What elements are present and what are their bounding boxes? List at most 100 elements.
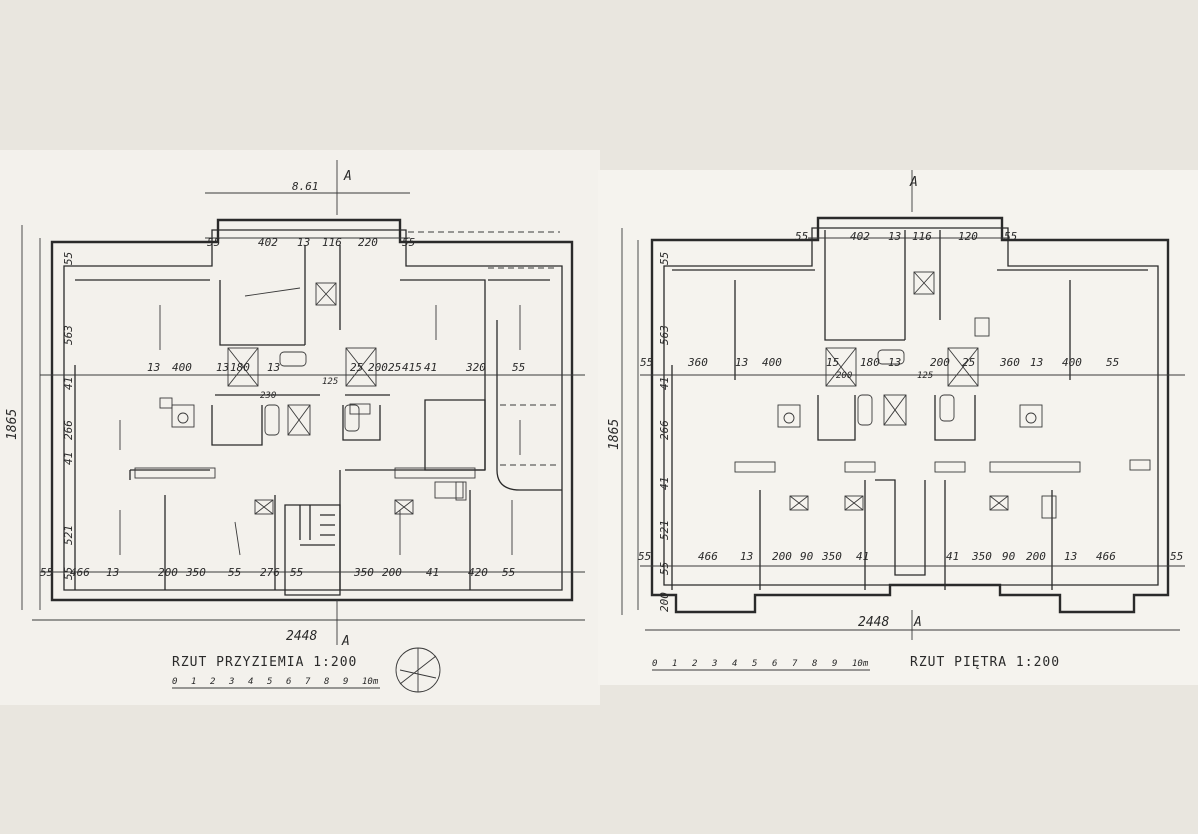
upper-floor-sheet — [598, 170, 1198, 685]
upper-dims_bottom-4: 90 — [800, 550, 814, 563]
upper-dims_bottom-3: 200 — [772, 550, 792, 563]
upper-dims_top-4: 120 — [958, 230, 978, 243]
ground-dims_left-2: 41 — [62, 377, 75, 390]
upper-dims_mid-12: 55 — [1106, 356, 1119, 369]
ground-top-span: 8.61 — [292, 180, 319, 193]
upper-dims_mid-1: 360 — [687, 356, 708, 369]
upper-scale-tick-1: 1 — [672, 659, 677, 669]
ground-dims_left-0: 55 — [62, 252, 75, 265]
ground-dims_mid-4: 13 — [267, 361, 280, 374]
ground-scale-tick-7: 7 — [305, 677, 311, 687]
ground-scale-tick-5: 5 — [267, 677, 272, 687]
upper-dims_top-2: 13 — [888, 230, 901, 243]
upper-inner-wall-line — [663, 227, 1159, 586]
ground-plan-title: RZUT PRZYZIEMIA 1:200 — [172, 655, 357, 670]
upper-dims_bottom-1: 466 — [698, 550, 718, 563]
ground-dimension-lines — [21, 160, 585, 645]
ground-dims_bottom-12: 55 — [502, 566, 515, 579]
ground-overall-width: 2448 — [286, 629, 317, 644]
ground-dims_left-3: 266 — [62, 420, 75, 440]
upper-dims_bottom-5: 350 — [821, 550, 842, 563]
ground-dims_left-6: 55 — [62, 567, 75, 580]
ground-dims_mid-2: 13 — [216, 361, 229, 374]
upper-dims_mid-2: 13 — [735, 356, 748, 369]
upper-partitions — [671, 230, 1148, 590]
upper-dims_top-3: 116 — [912, 230, 932, 243]
ground-scale-tick-6: 6 — [286, 677, 291, 687]
upper-fixtures — [734, 271, 1151, 519]
upper-scale-tick-8: 8 — [812, 659, 817, 669]
ground-dims_bottom-11: 420 — [468, 566, 488, 579]
ground-dims_top-3: 116 — [322, 236, 342, 249]
upper-scale-tick-6: 6 — [772, 659, 777, 669]
ground-scale-tick-9: 9 — [343, 677, 348, 687]
upper-dims_bottom-7: 41 — [946, 550, 959, 563]
upper-dims_left-6: 55 — [658, 562, 671, 575]
ground-dims_mid_small-1: 230 — [260, 391, 276, 401]
ground-dims_bottom-10: 41 — [426, 566, 439, 579]
ground-dims_bottom-5: 55 — [228, 566, 241, 579]
ground-dims_mid_small-0: 125 — [322, 377, 338, 387]
ground-dims_mid-6: 200 — [368, 361, 388, 374]
upper-scale-tick-3: 3 — [711, 659, 717, 669]
upper-outer-wall — [650, 216, 1170, 614]
upper-dimension-lines — [621, 170, 1185, 640]
upper-dims_bottom-9: 90 — [1002, 550, 1016, 563]
upper-scale-tick-0: 0 — [652, 659, 657, 669]
ground-dims_mid-9: 41 — [424, 361, 437, 374]
ground-dims_bottom-1: 466 — [70, 566, 90, 579]
ground-room-arrows — [119, 287, 521, 556]
upper-dims_left-1: 563 — [658, 325, 671, 345]
upper-dims_top-0: 55 — [795, 230, 808, 243]
ground-dims_mid-8: 415 — [402, 361, 422, 374]
upper-plan-title: RZUT PIĘTRA 1:200 — [910, 655, 1060, 670]
upper-dims_mid-0: 55 — [640, 356, 653, 369]
ground-dims_mid-5: 25 — [350, 361, 363, 374]
upper-dims_mid_small-1: 200 — [836, 371, 852, 381]
ground-dims_bottom-9: 200 — [382, 566, 402, 579]
upper-dims_mid-10: 13 — [1030, 356, 1043, 369]
ground-dims_bottom-2: 13 — [106, 566, 119, 579]
upper-scale-tick-4: 4 — [732, 659, 737, 669]
section-marker-top-right: A — [909, 175, 918, 190]
upper-dims_top-1: 402 — [850, 230, 870, 243]
upper-floor-plan — [621, 170, 1185, 671]
upper-scale-tick-10: 10m — [852, 659, 869, 669]
ground-inner-wall-line — [63, 229, 563, 591]
upper-dims_bottom-10: 200 — [1026, 550, 1046, 563]
ground-dims_top-5: 55 — [402, 236, 415, 249]
ground-dims_bottom-4: 350 — [185, 566, 206, 579]
upper-dims_mid-8: 25 — [962, 356, 975, 369]
upper-dims_bottom-0: 55 — [638, 550, 651, 563]
upper-dims_top-5: 55 — [1004, 230, 1017, 243]
upper-dims_mid-5: 180 — [860, 356, 880, 369]
ground-scale-tick-2: 2 — [210, 677, 215, 687]
ground-scale-tick-10: 10m — [362, 677, 379, 687]
ground-dims_top-0: 55 — [207, 236, 220, 249]
ground-dims_mid-10: 320 — [465, 361, 486, 374]
upper-dims_mid-11: 400 — [1062, 356, 1082, 369]
upper-dims_bottom-8: 350 — [971, 550, 992, 563]
upper-dims_bottom-13: 55 — [1170, 550, 1183, 563]
ground-dims_left-5: 521 — [62, 525, 75, 545]
north-arrow-icon — [395, 647, 441, 693]
ground-floor-plan — [21, 160, 585, 693]
upper-dims_left-4: 41 — [658, 477, 671, 490]
upper-dims_bottom-6: 41 — [856, 550, 869, 563]
section-marker-bottom-left: A — [341, 634, 350, 649]
ground-dims_bottom-3: 200 — [158, 566, 178, 579]
section-marker-bottom-right: A — [913, 615, 922, 630]
upper-dims_mid_small-0: 125 — [917, 371, 933, 381]
upper-dims_left-2: 41 — [658, 377, 671, 390]
ground-scale-tick-3: 3 — [228, 677, 234, 687]
upper-dims_bottom-2: 13 — [740, 550, 753, 563]
upper-dims_mid-7: 200 — [930, 356, 950, 369]
ground-dims_top-2: 13 — [297, 236, 310, 249]
ground-scale-tick-8: 8 — [324, 677, 329, 687]
upper-dims_left-7: 200 — [658, 592, 671, 612]
ground-dims_top-1: 402 — [258, 236, 278, 249]
ground-dims_left-4: 41 — [62, 452, 75, 465]
